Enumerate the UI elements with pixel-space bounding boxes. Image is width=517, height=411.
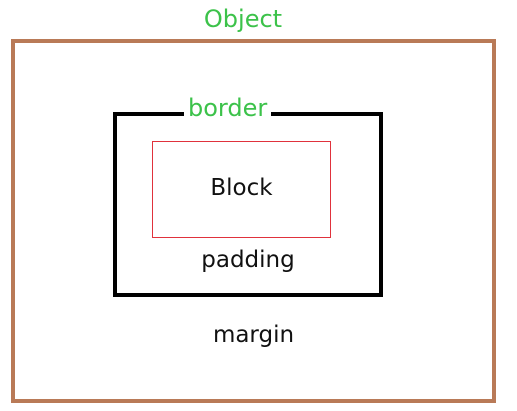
object-label: Object bbox=[203, 5, 283, 33]
margin-label: margin bbox=[212, 322, 295, 348]
block-label: Block bbox=[210, 175, 273, 201]
padding-label: padding bbox=[201, 247, 295, 273]
block-outline bbox=[152, 141, 331, 238]
border-label: border bbox=[184, 96, 272, 120]
object-outline bbox=[11, 39, 496, 403]
